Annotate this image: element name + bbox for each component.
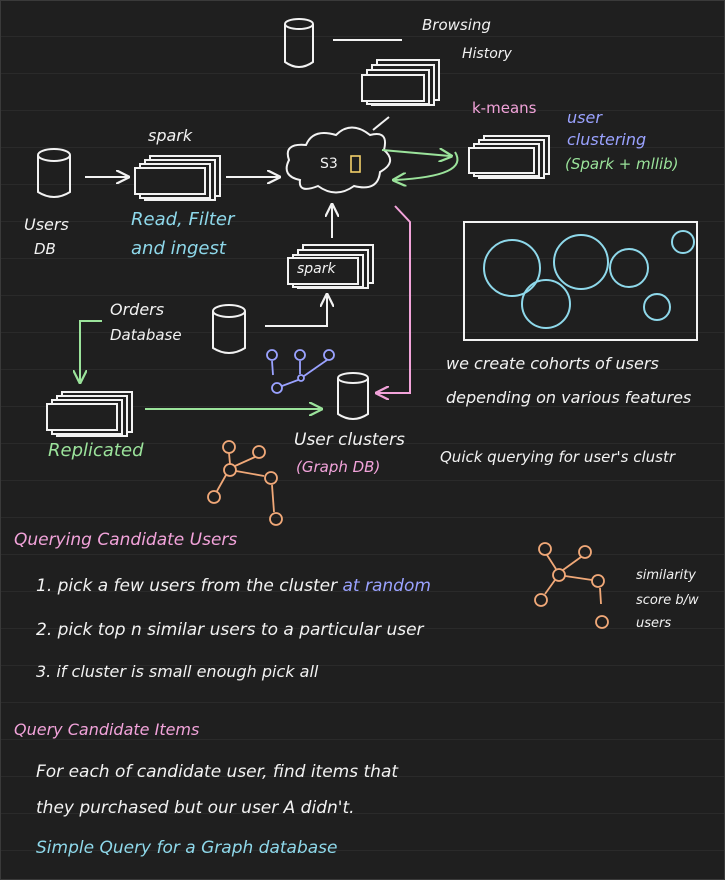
history-to-s3-connector xyxy=(372,116,390,131)
orders-db-to-spark-arrow xyxy=(265,296,327,327)
querying-users-item-1-text: 1. pick a few users from the cluster xyxy=(36,576,338,596)
browsing-history-db-icon xyxy=(284,18,314,68)
similarity-note-line-3: users xyxy=(636,616,672,631)
users-db-label-2: DB xyxy=(34,240,56,258)
replicated-label: Replicated xyxy=(48,440,144,461)
user-clustering-label-3: (Spark + mllib) xyxy=(565,155,679,173)
query-items-line-2: they purchased but our user A didn't. xyxy=(36,798,355,818)
spark-mid-label: spark xyxy=(297,261,336,277)
s3-label: S3 xyxy=(320,156,338,172)
cohort-bubbles-box xyxy=(463,221,698,341)
cohort-bubbles-icon xyxy=(483,230,695,329)
read-filter-label-1: Read, Filter xyxy=(131,209,235,230)
querying-users-item-3: 3. if cluster is small enough pick all xyxy=(36,662,319,681)
orders-db-label-2: Database xyxy=(110,326,182,344)
query-items-line-3: Simple Query for a Graph database xyxy=(36,838,338,858)
orders-replication-arrow xyxy=(80,320,102,381)
users-db-label-1: Users xyxy=(24,215,69,234)
similarity-note-line-1: similarity xyxy=(636,568,696,583)
users-db-icon xyxy=(37,148,71,198)
querying-users-item-1: 1. pick a few users from the cluster at … xyxy=(36,576,431,596)
query-items-heading: Query Candidate Items xyxy=(14,720,200,739)
kmeans-label: k-means xyxy=(472,99,537,117)
query-items-line-1: For each of candidate user, find items t… xyxy=(36,762,399,782)
similarity-note-line-2: score b/w xyxy=(636,593,699,608)
spark-mid-docs-icon xyxy=(287,244,374,289)
s3-bucket-icon xyxy=(350,155,361,173)
user-clustering-label-1: user xyxy=(567,108,602,127)
querying-users-item-1-highlight: at random xyxy=(342,576,431,596)
user-clustering-label-2: clustering xyxy=(567,130,647,149)
replicated-docs-icon xyxy=(46,391,133,437)
read-filter-label-2: and ingest xyxy=(131,238,226,259)
s3-to-graphdb-arrow xyxy=(378,205,411,393)
browsing-history-docs-icon xyxy=(361,59,440,106)
clustering-to-s3-arrow xyxy=(395,151,459,180)
cohorts-note-line-1: we create cohorts of users xyxy=(446,354,659,373)
s3-to-clustering-arrow xyxy=(381,150,450,156)
similarity-graph-icon xyxy=(534,542,609,629)
orders-db-icon xyxy=(212,304,246,354)
spark-ingest-docs-icon xyxy=(134,155,221,201)
spark-top-label: spark xyxy=(148,126,193,145)
cluster-graph-icon xyxy=(207,440,283,526)
browsing-history-label: Browsing xyxy=(422,16,491,34)
querying-users-heading: Querying Candidate Users xyxy=(14,530,238,550)
graph-nodes-icon xyxy=(266,349,335,394)
quick-query-note: Quick querying for user's clustr xyxy=(440,448,676,466)
orders-db-label-1: Orders xyxy=(110,300,165,319)
user-clusters-label-1: User clusters xyxy=(294,430,405,450)
querying-users-item-2: 2. pick top n similar users to a particu… xyxy=(36,620,424,640)
user-clusters-label-2: (Graph DB) xyxy=(296,458,381,476)
cohorts-note-line-2: depending on various features xyxy=(446,388,692,407)
graph-db-icon xyxy=(337,372,369,420)
s3-cloud-icon xyxy=(285,126,391,194)
kmeans-docs-icon xyxy=(468,135,550,179)
browsing-history-label-2: History xyxy=(462,46,512,62)
